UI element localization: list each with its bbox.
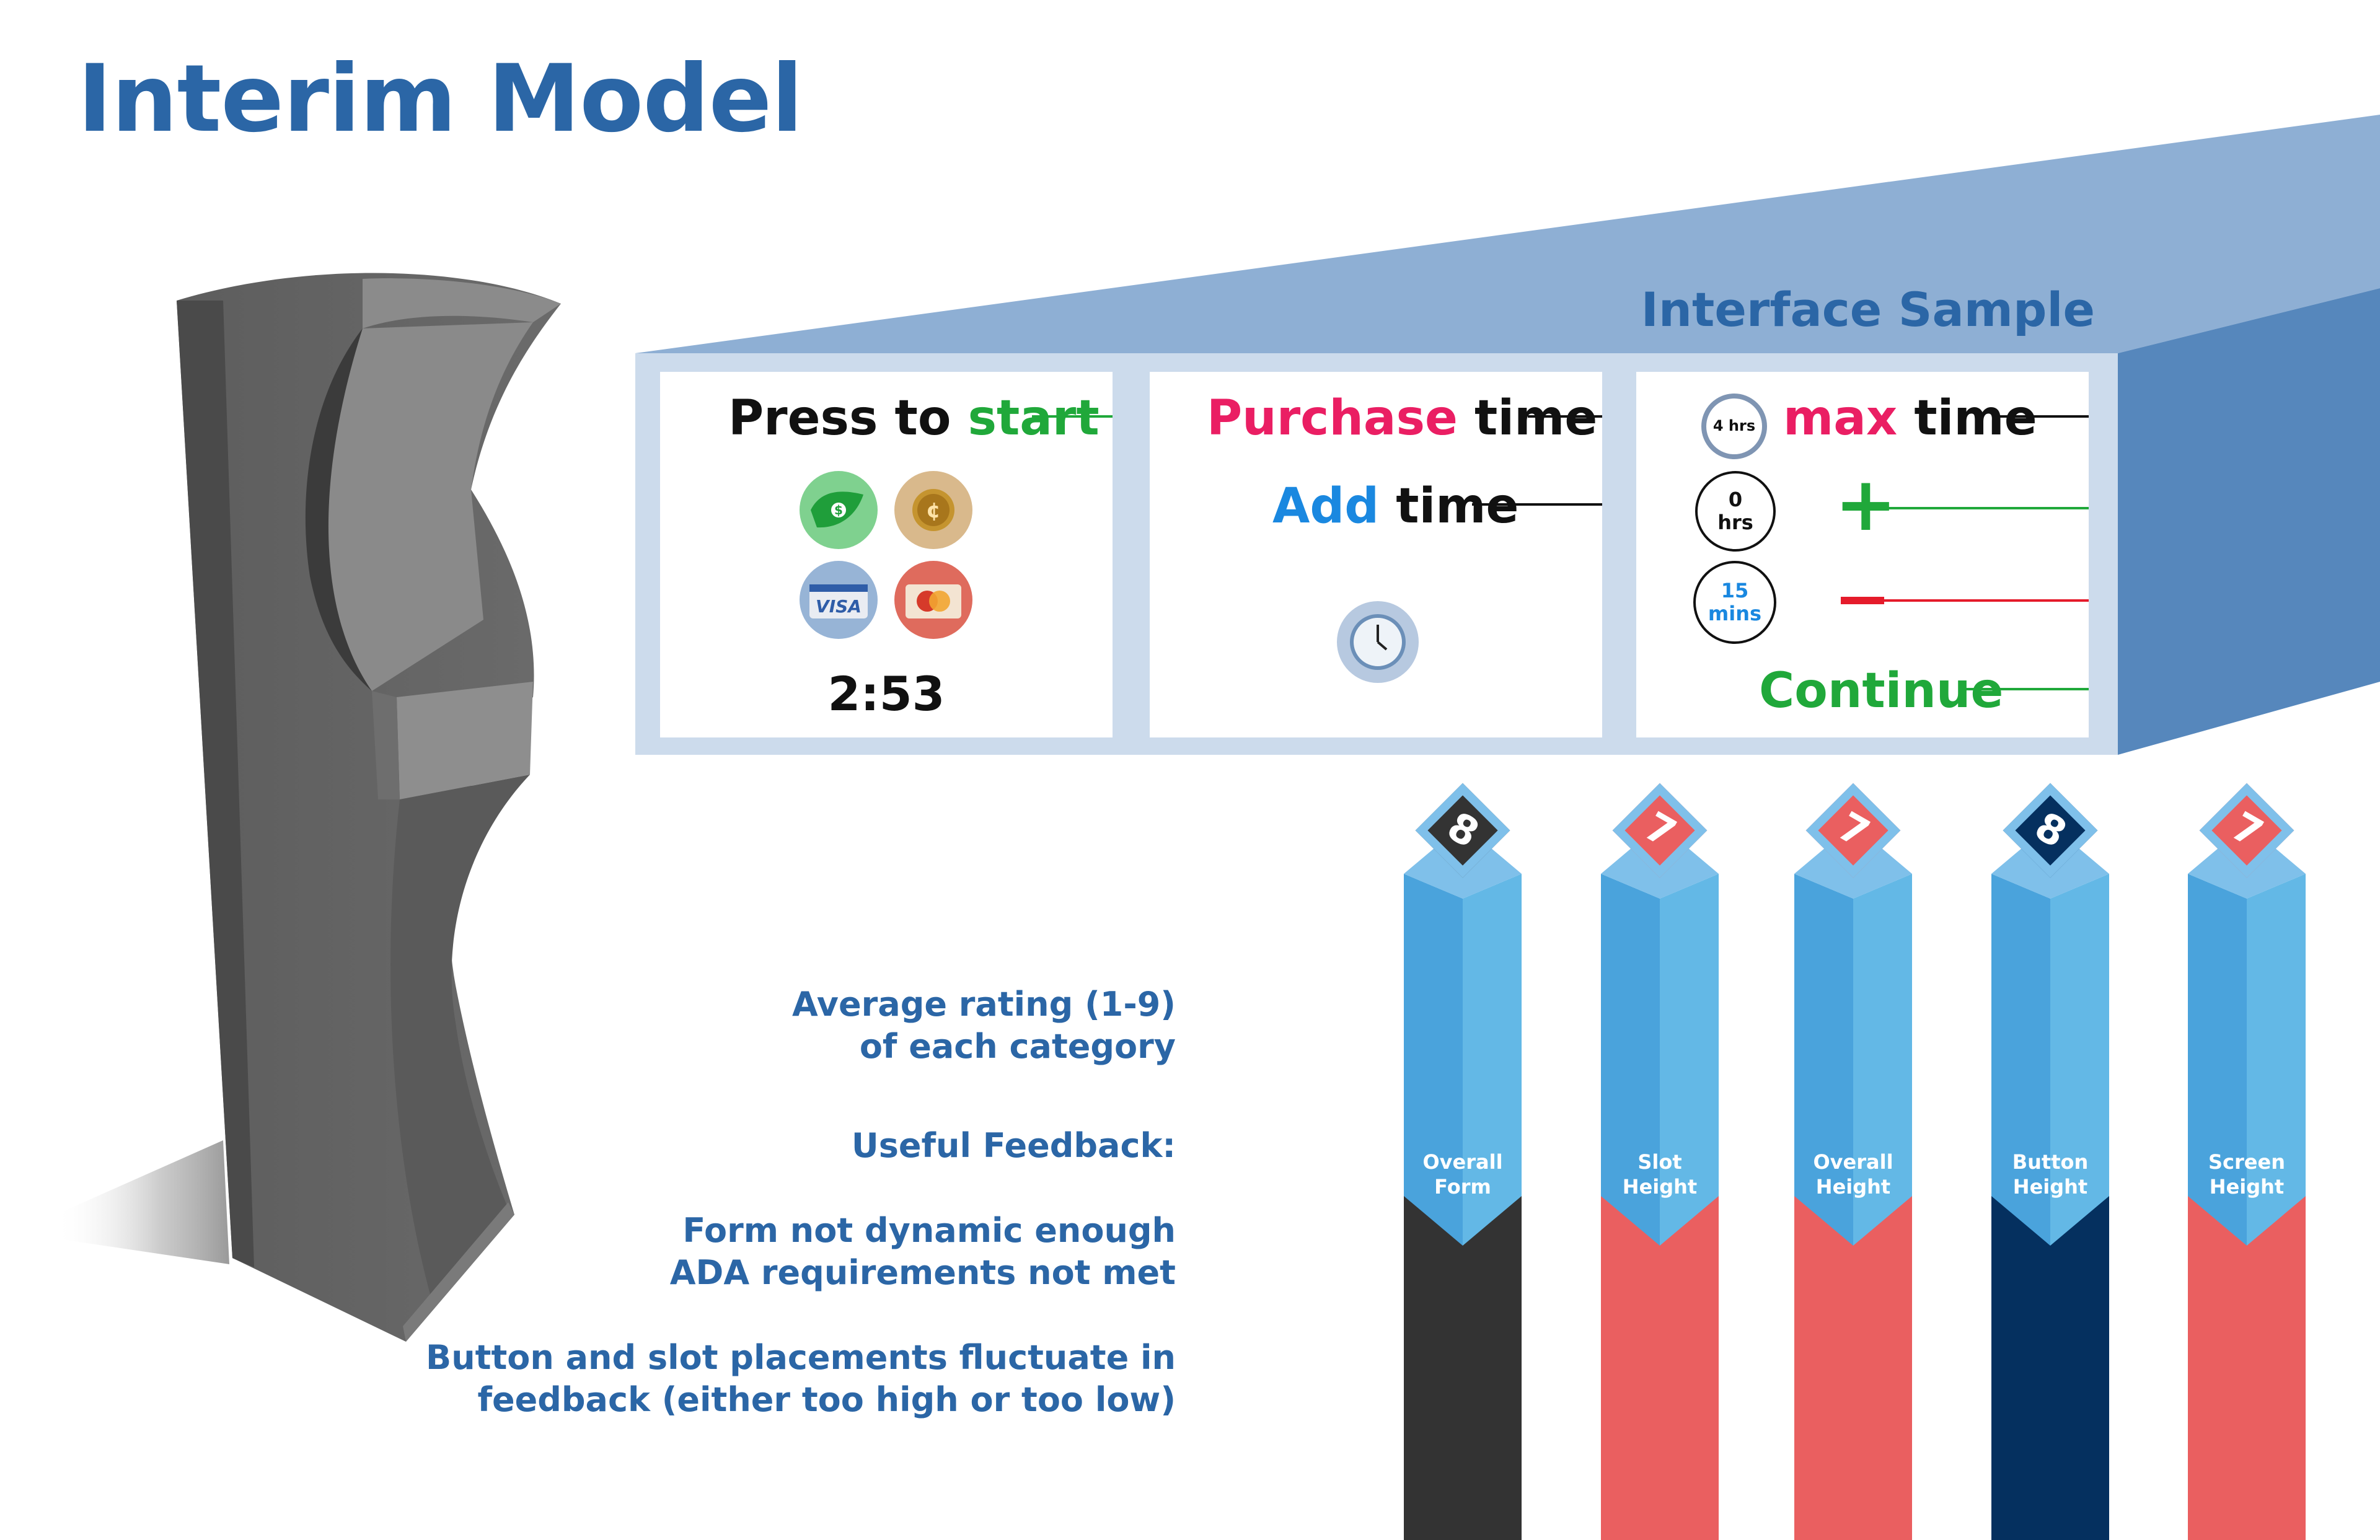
feedback-item-dynamic: Form not dynamic enough	[682, 1211, 1176, 1250]
column-prism	[1991, 874, 2109, 1246]
rating-legend: Average rating (1-9) of each category	[308, 983, 1176, 1068]
feedback-item-placement-2: feedback (either too high or too low)	[477, 1380, 1176, 1419]
clock-icon[interactable]	[1337, 601, 1419, 683]
increase-leader-line	[1881, 507, 2089, 509]
category-label-line: Overall	[1813, 1150, 1893, 1174]
panel-time-select: Purchase time Add time	[1150, 372, 1602, 737]
category-label-line: Height	[2209, 1175, 2285, 1199]
column-prism	[2188, 874, 2306, 1246]
purchase-text[interactable]: Purchase	[1207, 390, 1458, 446]
max-time-text: time	[1897, 390, 2037, 446]
mastercard-icon[interactable]	[894, 561, 972, 639]
svg-text:¢: ¢	[926, 498, 941, 523]
shelf-top	[635, 115, 2380, 353]
category-label-line: Overall	[1422, 1150, 1503, 1174]
rating-badge: 7	[1612, 783, 1708, 878]
decrease-time-button[interactable]	[1841, 597, 1884, 604]
purchase-time-text: time	[1457, 390, 1598, 446]
add-time-leader-line	[1472, 503, 1602, 506]
rating-badge: 8	[2003, 783, 2098, 878]
add-text[interactable]: Add	[1272, 478, 1380, 534]
minutes-display: 15 mins	[1693, 561, 1776, 644]
column-prism	[1404, 874, 1522, 1246]
rating-badge: 7	[1805, 783, 1901, 878]
page-title: Interim Model	[77, 45, 803, 153]
feedback-item-ada: ADA requirements not met	[669, 1253, 1176, 1292]
start-text[interactable]: start	[967, 390, 1100, 446]
category-label-line: Slot	[1637, 1150, 1682, 1174]
category-label-line: Form	[1434, 1175, 1491, 1199]
category-label-line: Screen	[2208, 1150, 2285, 1174]
kiosk-model	[56, 273, 561, 1342]
legend-line-1: Average rating (1-9)	[791, 985, 1176, 1024]
category-label-line: Height	[1815, 1175, 1891, 1199]
decrease-leader-line	[1884, 599, 2089, 602]
max-hours-badge: 4 hrs	[1701, 394, 1767, 459]
feedback-list-2: Button and slot placements fluctuate in …	[308, 1337, 1176, 1421]
feedback-heading: Useful Feedback:	[851, 1126, 1176, 1165]
legend-line-2: of each category	[859, 1027, 1176, 1066]
max-text: max	[1783, 390, 1898, 446]
coin-icon[interactable]: ¢	[894, 471, 972, 549]
rating-badge: 7	[2199, 783, 2294, 878]
feedback-list-1: Form not dynamic enough ADA requirements…	[308, 1210, 1176, 1294]
category-label-line: Height	[1622, 1175, 1698, 1199]
feedback-item-placement-1: Button and slot placements fluctuate in	[426, 1338, 1176, 1377]
purchase-leader-line	[1528, 415, 1602, 418]
add-time-text: time	[1379, 478, 1519, 534]
increase-time-button[interactable]: +	[1835, 462, 1897, 548]
hours-display: 0 hrs	[1695, 471, 1776, 552]
interface-sample-shelf: Press to start $ ¢ VISA 2:53 Purchase ti…	[635, 353, 2118, 755]
interface-sample-label: Interface Sample	[1641, 282, 2095, 337]
category-label-line: Button	[2012, 1150, 2089, 1174]
svg-text:$: $	[834, 503, 843, 517]
panel-time-adjust: 4 hrs max time 0 hrs + 15 mins Continue	[1636, 372, 2089, 737]
rating-badge: 8	[1415, 783, 1510, 878]
panel-payment: Press to start $ ¢ VISA 2:53	[660, 372, 1113, 737]
start-leader-line	[1032, 415, 1113, 418]
press-to-text: Press to	[728, 390, 968, 446]
countdown-timer: 2:53	[827, 666, 945, 721]
shelf-side	[2118, 288, 2380, 755]
continue-leader-line	[1965, 688, 2089, 690]
visa-card-icon[interactable]: VISA	[800, 561, 878, 639]
max-time-leader-line	[1996, 415, 2089, 418]
svg-text:VISA: VISA	[816, 596, 862, 617]
category-label-line: Height	[2012, 1175, 2088, 1199]
column-prism	[1794, 874, 1912, 1246]
column-prism	[1601, 874, 1719, 1246]
continue-button[interactable]: Continue	[1759, 663, 2004, 719]
cash-icon[interactable]: $	[800, 471, 878, 549]
